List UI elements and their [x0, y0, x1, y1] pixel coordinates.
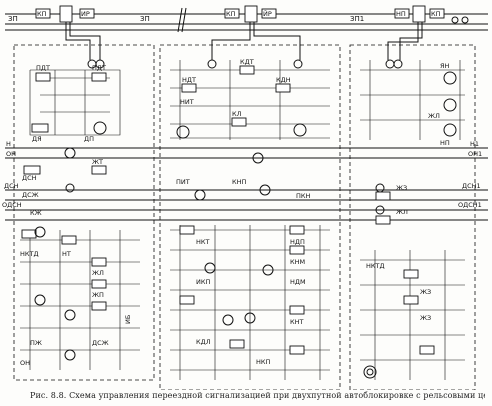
relay-label-kdl: КДЛ [196, 338, 211, 346]
tx-label-3b: КП [431, 10, 441, 18]
bus-label-h: Н [6, 140, 11, 148]
relay-label-knm: КНМ [290, 258, 305, 266]
relay-label-kdt: КДТ [240, 58, 254, 66]
track-label-left: ЗП [8, 15, 18, 23]
relay-label-kl: КЛ [232, 110, 242, 118]
rail-feeds [65, 22, 423, 69]
bus-label-on: ОН [6, 150, 16, 158]
relay-label-dszh-2: ДСЖ [92, 339, 109, 347]
relay-label-zhp: ЖП [92, 291, 104, 299]
relay-label-nt: НТ [62, 250, 71, 258]
relay-label-kzh: КЖ [30, 209, 42, 217]
track-label-middle: ЗП [140, 15, 150, 23]
relay-label-ndp: НДП [290, 238, 305, 246]
bus-label-dsn1: ДСН1 [462, 182, 481, 190]
relay-label-ndm: НДМ [290, 278, 306, 286]
tx-label-2a: КП [226, 10, 236, 18]
relay-label-dszh: ДСЖ [22, 191, 39, 199]
bus-label-on1: ОН1 [468, 150, 482, 158]
relay-label-on: ОН [20, 359, 30, 367]
relay-label-knp: КНП [232, 178, 247, 186]
relay-label-nkt: НКТ [196, 238, 210, 246]
relay-label-zhl: ЖЛ [92, 269, 104, 277]
relay-label-nkp: НКП [256, 358, 271, 366]
figure-caption: Рис. 8.8. Схема управления переездной си… [30, 391, 485, 400]
relay-label-dya: ДЯ [32, 135, 42, 143]
relay-label-zhl-r2: ЖЛ [396, 208, 408, 216]
relay-label-nit: НИТ [180, 98, 194, 106]
relay-label-nktd-r: НКТД [366, 262, 385, 270]
tx-label-1b: ИР [81, 10, 90, 18]
relay-label-zhz-r2: ЖЗ [420, 288, 431, 296]
bus-label-odsn: ОДСН [2, 201, 22, 209]
relay-label-knt: КНТ [290, 318, 304, 326]
relay-label-ndt: НДТ [182, 76, 196, 84]
relay-label-dsn: ДСН [22, 174, 37, 182]
relay-label-pdt-2: ПДТ [92, 64, 106, 72]
relay-label-yan: ЯН [440, 62, 450, 70]
right-panel-relays [363, 71, 457, 379]
tx-label-2b: ЙР [263, 9, 272, 18]
relay-label-pzh: ПЖ [30, 339, 42, 347]
relay-label-pdt-1: ПДТ [36, 64, 50, 72]
relay-label-pkn: ПКН [296, 192, 311, 200]
circuit-diagram: ЗП ЗП ЗП1 КП ИР КП ЙР НП КП [2, 5, 488, 390]
tx-label-1a: КП [37, 10, 47, 18]
panel-frames [13, 44, 476, 390]
relay-label-ikp: ИКП [196, 278, 210, 286]
relay-label-pit: ПИТ [176, 178, 190, 186]
middle-panel-relays [176, 65, 307, 355]
bus-label-h1: Н1 [470, 140, 479, 148]
right-panel-wiring [360, 60, 465, 380]
relay-label-zht: ЖТ [92, 158, 103, 166]
relay-label-zhl-r1: ЖЛ [428, 112, 440, 120]
track-label-right: ЗП1 [350, 15, 364, 23]
relay-label-zhz-r1: ЖЗ [396, 184, 407, 192]
bus-label-dsn: ДСН [4, 182, 19, 190]
left-panel-relays [21, 72, 107, 361]
relay-label-kdn: КДН [276, 76, 291, 84]
bus-label-odsn1: ОДСН1 [458, 201, 482, 209]
relay-label-np-r: НП [440, 139, 450, 147]
relay-label-ib: ИБ [124, 315, 132, 324]
tx-label-3a: НП [396, 10, 406, 18]
relay-label-nktd: НКТД [20, 250, 39, 258]
bus-indicators [64, 147, 385, 215]
relay-label-dp: ДП [84, 135, 94, 143]
relay-label-zhz-r3: ЖЗ [420, 314, 431, 322]
bus-lines [5, 147, 488, 221]
